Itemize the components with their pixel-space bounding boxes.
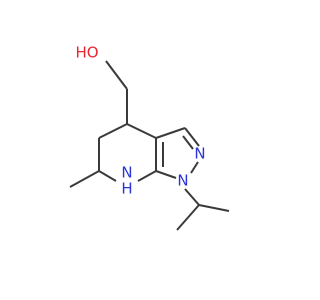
bond-c3-n2 (184, 127, 200, 147)
bond-ch-methyl-right (198, 204, 230, 212)
bond-group (69, 60, 230, 231)
bond-nh-c7a (137, 170, 157, 182)
pyrazole-n2-label: N (194, 145, 205, 163)
hydroxyl-label: HO (75, 44, 98, 62)
bond-c6-nh (98, 170, 117, 182)
ring-nh-n-label: N (121, 164, 132, 182)
bond-ch2-oh (105, 60, 128, 90)
bond-c3-n2-double (182, 135, 194, 150)
bond-n1-ch (184, 188, 200, 206)
bond-c3a-c3 (155, 127, 186, 139)
bond-c6-methyl (69, 170, 100, 188)
ring-nh-h-label: H (121, 180, 132, 198)
molecule-structure: HO N N N H (69, 44, 230, 231)
bond-c4-c3a (126, 123, 157, 139)
bond-ch-methyl-left (176, 204, 200, 231)
bond-c4-c5 (98, 123, 128, 139)
structure-canvas: HO N N N H (69, 43, 230, 231)
bond-n1-c7a (155, 170, 177, 179)
bond-n2-n1 (190, 161, 199, 174)
pyrazole-n1-label: N (177, 172, 188, 190)
